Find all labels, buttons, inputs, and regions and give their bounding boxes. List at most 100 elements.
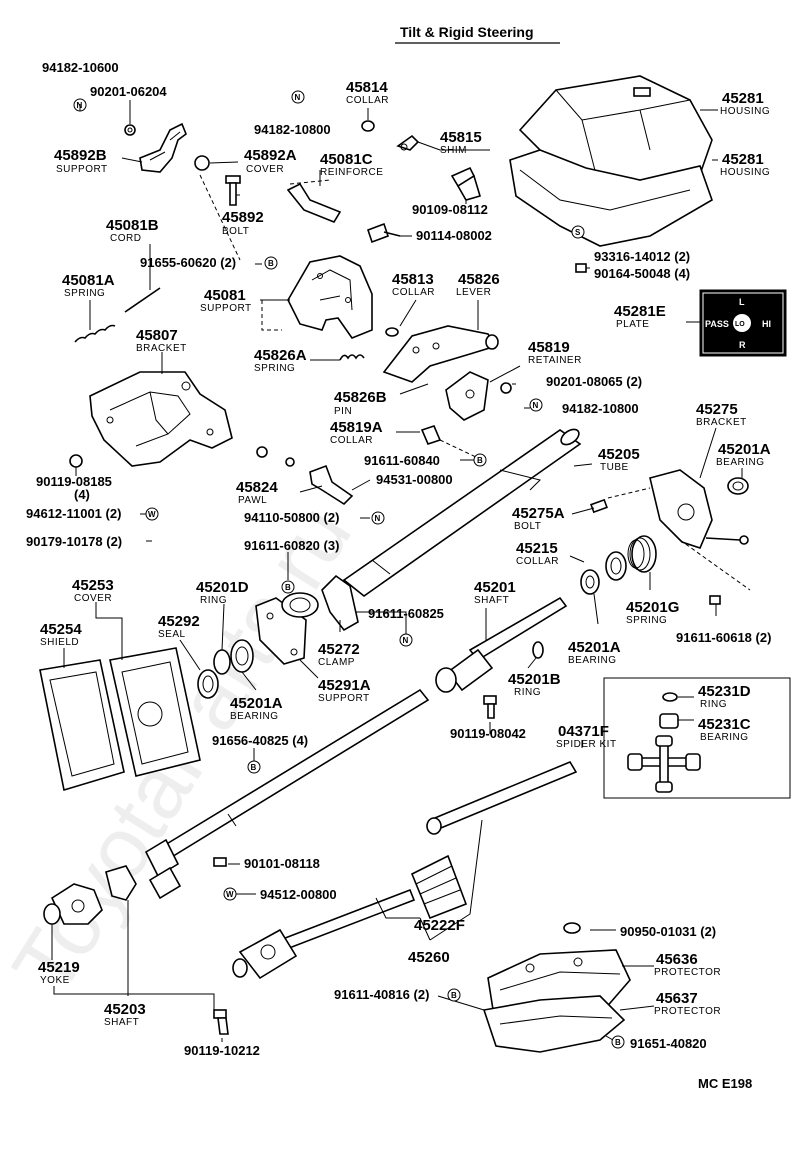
plate-hi-mark: HI bbox=[762, 319, 771, 329]
label-45201a-left: 45201A bbox=[230, 695, 283, 712]
label-91611-40816: 91611-40816 (2) bbox=[334, 987, 429, 1002]
part-clamp-45272: B bbox=[281, 574, 359, 632]
label-90119-08185-qty: (4) bbox=[74, 487, 90, 502]
part-bolt-washer: W bbox=[213, 857, 237, 901]
part-labels: 94182-10600 90201-06204 45892B SUPPORT 4… bbox=[26, 60, 771, 1091]
label-94182-10800-mid: 94182-10800 bbox=[562, 401, 639, 416]
label-91651-40820: 91651-40820 bbox=[630, 1036, 707, 1051]
label-45292: 45292 bbox=[158, 613, 200, 630]
label-45826b: 45826B bbox=[334, 389, 387, 406]
label-04371f-name: SPIDER KIT bbox=[556, 739, 617, 750]
label-45826b-name: PIN bbox=[334, 406, 352, 417]
label-45892: 45892 bbox=[222, 209, 264, 226]
label-45275: 45275 bbox=[696, 401, 738, 418]
label-45215: 45215 bbox=[516, 540, 558, 557]
label-45826a-name: SPRING bbox=[254, 363, 295, 374]
label-90119-08185: 90119-08185 bbox=[36, 474, 112, 489]
label-90179-10178: 90179-10178 (2) bbox=[26, 534, 122, 549]
label-45081a: 45081A bbox=[62, 272, 115, 289]
label-45281e: 45281E bbox=[614, 303, 666, 320]
label-45815: 45815 bbox=[440, 129, 482, 146]
label-90119-08042: 90119-08042 bbox=[450, 726, 526, 741]
part-shaft-45201: N bbox=[399, 596, 568, 693]
label-45892a-name: COVER bbox=[246, 164, 284, 175]
svg-text:S: S bbox=[575, 228, 581, 237]
label-91611-60825: 91611-60825 bbox=[368, 606, 444, 621]
svg-text:N: N bbox=[403, 636, 409, 645]
label-45081: 45081 bbox=[204, 287, 246, 304]
label-45253-name: COVER bbox=[74, 593, 112, 604]
label-45281-lower: 45281 bbox=[722, 151, 764, 168]
label-45215-name: COLLAR bbox=[516, 556, 559, 567]
label-45819-name: RETAINER bbox=[528, 355, 582, 366]
label-45813-name: COLLAR bbox=[392, 287, 435, 298]
part-reinforce-45081c bbox=[286, 179, 342, 223]
label-45253: 45253 bbox=[72, 577, 114, 594]
label-45203: 45203 bbox=[104, 1001, 146, 1018]
label-45275a: 45275A bbox=[512, 505, 565, 522]
label-45201a-center: 45201A bbox=[568, 639, 621, 656]
part-spring-45826a bbox=[339, 354, 365, 361]
label-45819: 45819 bbox=[528, 339, 570, 356]
part-bracket-45807 bbox=[89, 371, 233, 467]
label-94531-00800: 94531-00800 bbox=[376, 472, 453, 487]
label-91611-60840: 91611-60840 bbox=[364, 453, 440, 468]
label-45281-lower-name: HOUSING bbox=[720, 167, 770, 178]
label-45260: 45260 bbox=[408, 949, 450, 966]
part-shim-45815 bbox=[396, 134, 420, 151]
plate-r-mark: R bbox=[739, 340, 746, 350]
label-90164-50048: 90164-50048 (4) bbox=[594, 266, 690, 281]
label-45081b-name: CORD bbox=[110, 233, 141, 244]
label-91656-40825: 91656-40825 (4) bbox=[212, 733, 308, 748]
part-lever-45826 bbox=[382, 325, 499, 383]
label-90201-08065: 90201-08065 (2) bbox=[546, 374, 642, 389]
part-ring-45201b bbox=[532, 641, 544, 659]
plate-pass-mark: PASS bbox=[705, 319, 729, 329]
label-45201a-right-name: BEARING bbox=[716, 457, 765, 468]
label-45281-upper: 45281 bbox=[722, 90, 764, 107]
part-cover-45892a bbox=[194, 155, 210, 171]
label-45824: 45824 bbox=[236, 479, 278, 496]
label-45081c-name: REINFORCE bbox=[320, 167, 383, 178]
label-45201b-name: RING bbox=[514, 687, 541, 698]
label-90201-06204: 90201-06204 bbox=[90, 84, 167, 99]
label-45231c: 45231C bbox=[698, 716, 751, 733]
label-91611-60618: 91611-60618 (2) bbox=[676, 630, 771, 645]
label-93316-14012: 93316-14012 (2) bbox=[594, 249, 690, 264]
label-45807-name: BRACKET bbox=[136, 343, 187, 354]
label-45292-name: SEAL bbox=[158, 629, 186, 640]
part-screw-90164: S bbox=[571, 225, 587, 273]
label-90114-08002: 90114-08002 bbox=[416, 228, 492, 243]
label-45281-upper-name: HOUSING bbox=[720, 106, 770, 117]
label-94182-10800-top: 94182-10800 bbox=[254, 122, 331, 137]
label-45201a-center-name: BEARING bbox=[568, 655, 617, 666]
part-housing-45281 bbox=[509, 75, 713, 247]
label-45272: 45272 bbox=[318, 641, 360, 658]
label-91655-60620: 91655-60620 (2) bbox=[140, 255, 236, 270]
label-45254-name: SHIELD bbox=[40, 637, 79, 648]
part-bolt-90109 bbox=[450, 166, 481, 201]
label-45291a-name: SUPPORT bbox=[318, 693, 370, 704]
part-ring-seal-bearing bbox=[197, 639, 254, 699]
label-45636: 45636 bbox=[656, 951, 698, 968]
label-45231d: 45231D bbox=[698, 683, 751, 700]
label-45203-name: SHAFT bbox=[104, 1017, 139, 1028]
part-collar-45814: N bbox=[291, 90, 375, 132]
label-45637: 45637 bbox=[656, 990, 698, 1007]
label-45291a: 45291A bbox=[318, 677, 371, 694]
label-45636-name: PROTECTOR bbox=[654, 967, 721, 978]
title-text: Tilt & Rigid Steering bbox=[400, 24, 534, 40]
part-bolt-90119-08042 bbox=[483, 695, 497, 719]
svg-text:N: N bbox=[533, 401, 539, 410]
part-cover-shield bbox=[39, 647, 201, 792]
part-collar-spring-bearing bbox=[580, 535, 751, 595]
label-45201g: 45201G bbox=[626, 599, 679, 616]
part-main-shaft: B bbox=[144, 688, 430, 900]
label-45275-name: BRACKET bbox=[696, 417, 747, 428]
part-bolt-45275a bbox=[590, 487, 651, 514]
part-bolt-90114 bbox=[366, 222, 401, 244]
label-45201g-name: SPRING bbox=[626, 615, 667, 626]
footer-code: MC E198 bbox=[698, 1076, 752, 1091]
part-cord-spring bbox=[74, 287, 161, 343]
